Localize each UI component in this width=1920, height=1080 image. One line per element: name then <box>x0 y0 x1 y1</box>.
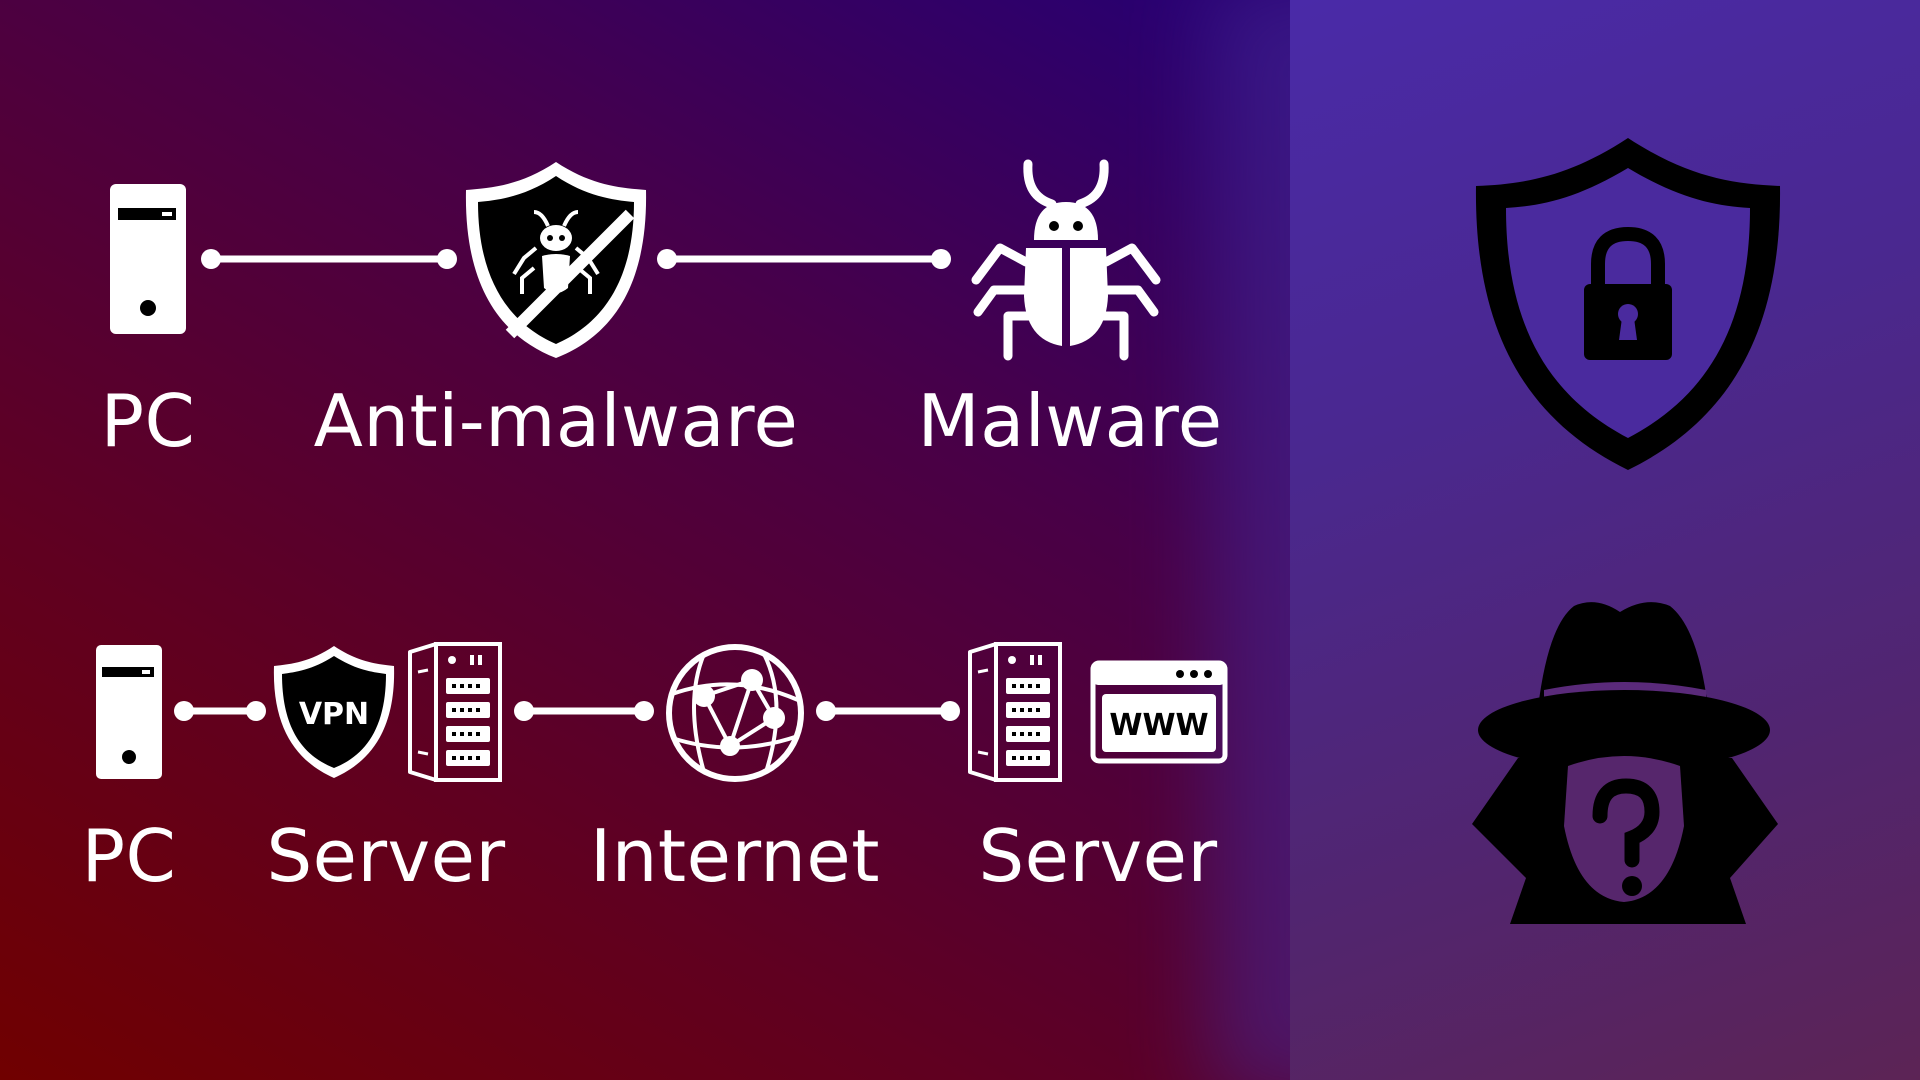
globe-network-icon <box>666 644 804 782</box>
connector-pc-to-anti-malware <box>201 249 457 269</box>
lock-shield-icon <box>1475 138 1781 470</box>
label-top-pc: PC <box>100 379 196 463</box>
label-bottom-pc: PC <box>81 814 177 898</box>
bug-icon <box>971 159 1161 361</box>
www-browser-icon: WWW <box>1090 660 1228 764</box>
connector-internet-to-server <box>816 701 960 721</box>
pc-tower-icon <box>96 645 162 779</box>
label-anti-malware: Anti-malware <box>313 379 799 463</box>
pc-tower-icon <box>110 184 186 334</box>
www-badge-text: WWW <box>1109 708 1208 743</box>
label-server-right: Server <box>978 814 1218 898</box>
vpn-shield-icon: VPN <box>273 646 395 778</box>
label-server-left: Server <box>266 814 506 898</box>
server-rack-icon <box>968 642 1062 782</box>
label-malware: Malware <box>917 379 1223 463</box>
anti-malware-shield-icon <box>465 162 647 358</box>
vpn-badge-text: VPN <box>299 697 369 732</box>
connector-pc-to-vpn-server <box>174 701 266 721</box>
label-internet: Internet <box>590 814 880 898</box>
spy-hacker-icon <box>1472 602 1778 924</box>
connector-server-to-internet <box>514 701 654 721</box>
server-rack-icon <box>408 642 502 782</box>
connector-anti-malware-to-malware <box>657 249 951 269</box>
